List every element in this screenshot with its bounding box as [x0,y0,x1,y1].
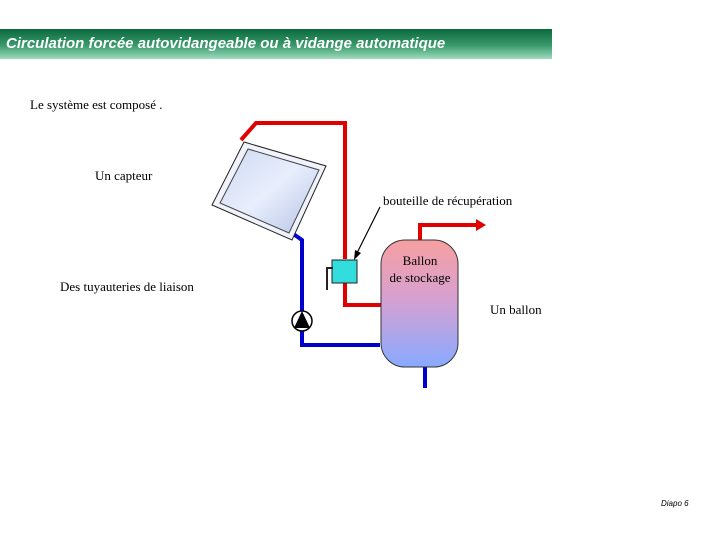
arrow-head [476,219,486,231]
solar-collector [211,141,327,241]
storage-tank [380,239,459,368]
tank-caption: Un ballon [490,302,542,317]
recovery-bottle [331,259,358,284]
slide-number: Diapo 6 [661,499,689,508]
tank-label-line2: de stockage [389,270,451,285]
pipes-label: Des tuyauteries de liaison [60,279,194,294]
collector-label: Un capteur [95,168,153,183]
title-bar: Circulation forcée autovidangeable ou à … [0,29,552,59]
recovery-bottle-label: bouteille de récupération [383,193,513,208]
cold-pipe [290,231,427,388]
page-title: Circulation forcée autovidangeable ou à … [6,35,446,52]
bottle-bracket [326,267,333,290]
hot-pipe [239,121,478,307]
tank-label: Ballon de stockage [370,252,470,286]
bottle-pointer [356,206,381,254]
circulator-pump [291,310,313,332]
bottle-pointer-head [354,250,361,260]
tank-label-line1: Ballon [402,253,438,268]
intro-text: Le système est composé . [30,97,163,112]
